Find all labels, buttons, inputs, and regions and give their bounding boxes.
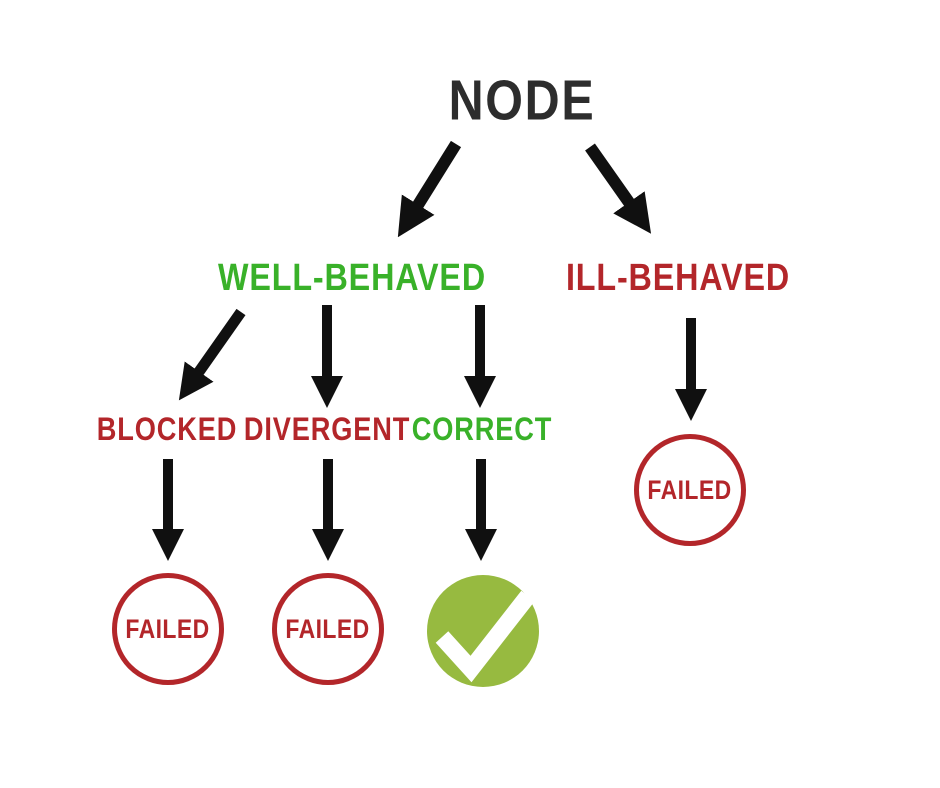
arrow-node-to-well-behaved — [397, 140, 462, 238]
failed-label: FAILED — [647, 474, 733, 505]
node-label: NODE — [448, 68, 596, 133]
failed-circle-ill-behaved: FAILED — [634, 434, 746, 546]
success-circle-correct — [427, 575, 539, 687]
divergent-label: DIVERGENT — [243, 411, 411, 447]
failed-label: FAILED — [285, 613, 371, 644]
failed-circle-blocked: FAILED — [112, 573, 224, 685]
failed-label: FAILED — [125, 613, 211, 644]
arrow-node-to-ill-behaved — [585, 143, 652, 234]
checkmark-icon — [435, 590, 535, 683]
blocked-label: BLOCKED — [96, 411, 238, 447]
well-behaved-label: WELL-BEHAVED — [218, 257, 486, 299]
ill-behaved-label: ILL-BEHAVED — [565, 257, 791, 299]
failed-circle-divergent: FAILED — [272, 573, 384, 685]
correct-label: CORRECT — [411, 411, 553, 447]
arrow-well-behaved-to-blocked — [178, 308, 246, 401]
